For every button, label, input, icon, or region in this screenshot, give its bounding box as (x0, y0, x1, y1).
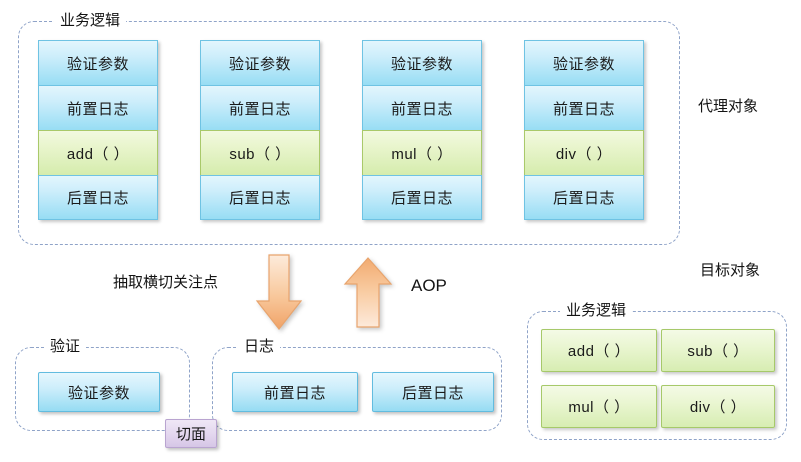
proxy-cell-method: add（ ） (38, 130, 158, 175)
proxy-cell-before-log: 前置日志 (200, 85, 320, 130)
target-group-label: 业务逻辑 (560, 302, 633, 319)
proxy-cell-method: sub（ ） (200, 130, 320, 175)
aspect-badge: 切面 (165, 419, 217, 448)
proxy-cell-before-log: 前置日志 (38, 85, 158, 130)
proxy-cell-validate-params: 验证参数 (38, 40, 158, 85)
proxy-cell-validate-params: 验证参数 (200, 40, 320, 85)
validate-params-box: 验证参数 (38, 372, 160, 412)
aop-label: AOP (411, 276, 447, 295)
down-arrow (255, 254, 303, 330)
validate-group (15, 347, 190, 431)
target-object-label: 目标对象 (700, 262, 761, 279)
log-group-label: 日志 (238, 338, 281, 355)
target-method-mul: mul（ ） (541, 385, 657, 428)
extract-crosscutting-concern-label: 抽取横切关注点 (113, 274, 219, 291)
target-method-div: div（ ） (661, 385, 775, 428)
proxy-column-mul: 验证参数 前置日志 mul（ ） 后置日志 (362, 40, 482, 220)
proxy-cell-before-log: 前置日志 (362, 85, 482, 130)
log-group (212, 347, 502, 431)
up-arrow (343, 257, 393, 328)
proxy-cell-method: mul（ ） (362, 130, 482, 175)
before-log-box: 前置日志 (232, 372, 358, 412)
target-method-sub: sub（ ） (661, 329, 775, 372)
proxy-cell-validate-params: 验证参数 (524, 40, 644, 85)
proxy-column-div: 验证参数 前置日志 div（ ） 后置日志 (524, 40, 644, 220)
validate-group-label: 验证 (44, 338, 87, 355)
proxy-cell-after-log: 后置日志 (38, 175, 158, 220)
proxy-cell-validate-params: 验证参数 (362, 40, 482, 85)
target-method-add: add（ ） (541, 329, 657, 372)
proxy-column-add: 验证参数 前置日志 add（ ） 后置日志 (38, 40, 158, 220)
proxy-cell-method: div（ ） (524, 130, 644, 175)
proxy-group-label: 业务逻辑 (54, 12, 127, 29)
target-business-logic-group (527, 311, 787, 440)
proxy-business-logic-group (18, 21, 680, 245)
proxy-cell-after-log: 后置日志 (362, 175, 482, 220)
proxy-cell-before-log: 前置日志 (524, 85, 644, 130)
after-log-box: 后置日志 (372, 372, 494, 412)
proxy-cell-after-log: 后置日志 (524, 175, 644, 220)
proxy-column-sub: 验证参数 前置日志 sub（ ） 后置日志 (200, 40, 320, 220)
proxy-cell-after-log: 后置日志 (200, 175, 320, 220)
proxy-object-label: 代理对象 (698, 98, 759, 115)
